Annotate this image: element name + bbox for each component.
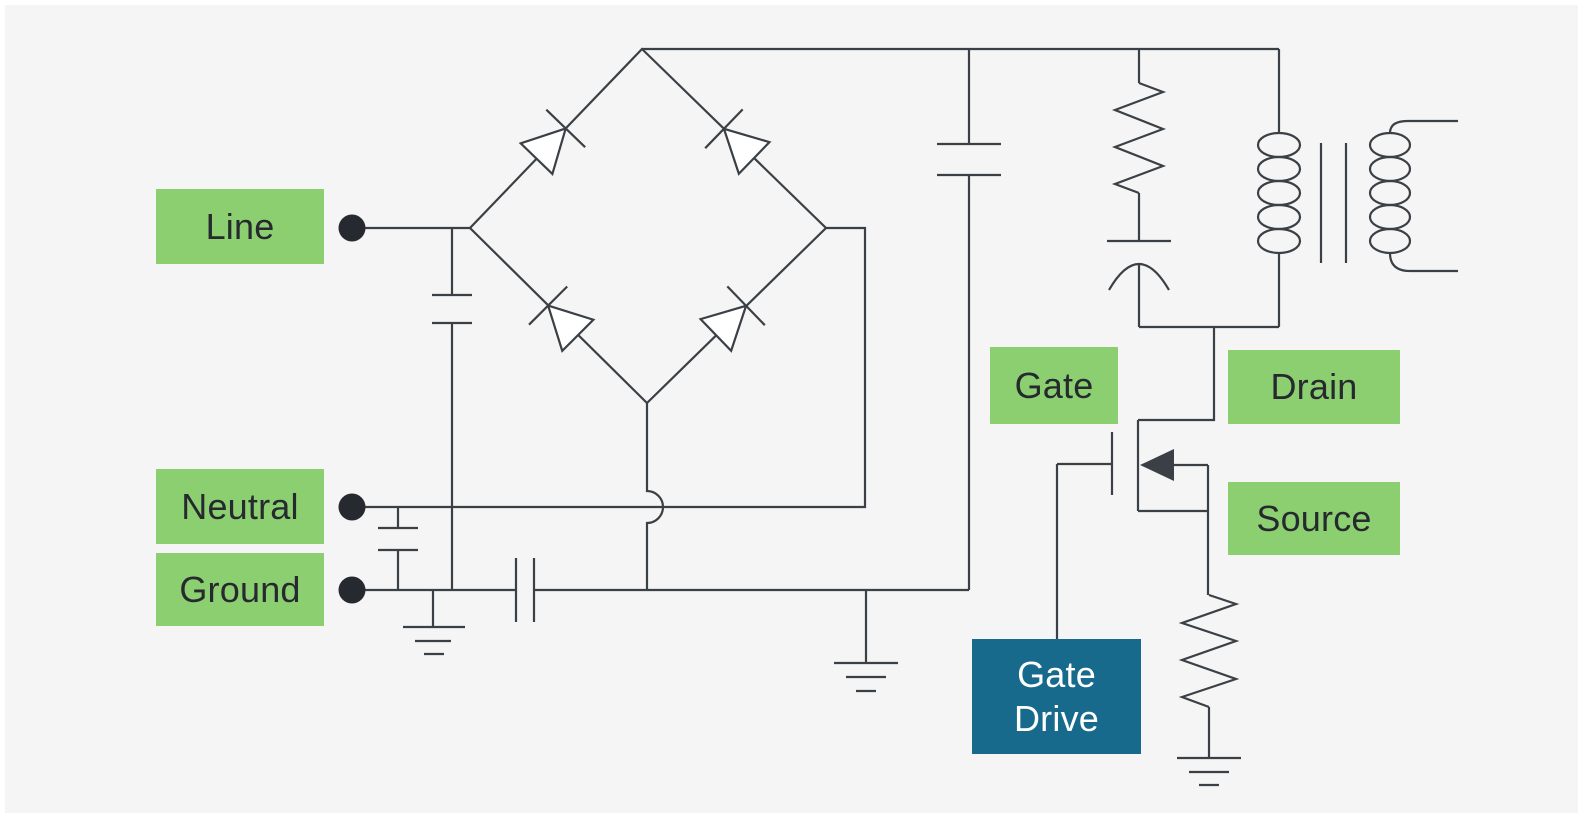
label-line: Line: [156, 189, 324, 264]
mosfet-arrow: [1140, 449, 1174, 481]
diode-upper-left: [518, 108, 586, 176]
wires: [352, 47, 1458, 758]
bulk-capacitor: [937, 142, 1001, 177]
bridge-diamond: [468, 47, 828, 405]
snubber-capacitor: [1107, 239, 1171, 291]
earth-ground-3: [1177, 756, 1241, 787]
film-capacitor: [514, 558, 536, 622]
secondary-winding: [1368, 131, 1412, 255]
label-gate-text: Gate: [1014, 364, 1094, 406]
label-line-text: Line: [205, 205, 275, 247]
mosfet-source-lead: [1138, 465, 1210, 595]
source-resistor: [1178, 593, 1240, 709]
bridge-bottom-wire: [645, 403, 665, 590]
diode-upper-right: [704, 108, 772, 176]
secondary-leads: [1388, 119, 1458, 273]
transformer: [1256, 131, 1412, 263]
neutral-terminal-dot: [338, 493, 366, 521]
label-ground-text: Ground: [179, 568, 301, 610]
mosfet: [1110, 327, 1216, 595]
resistors: [1111, 81, 1240, 709]
terminals: [338, 214, 366, 604]
mosfet-drain-lead: [1138, 327, 1216, 422]
label-source-text: Source: [1256, 497, 1372, 539]
gate-drive-block: Gate Drive: [972, 639, 1141, 754]
neutral-wire: [352, 226, 867, 509]
label-drain-text: Drain: [1270, 366, 1358, 407]
capacitors: [378, 142, 1171, 622]
gate-lead: [1055, 462, 1112, 639]
label-source: Source: [1228, 482, 1400, 555]
ground-terminal-dot: [338, 576, 366, 604]
label-gate: Gate: [990, 347, 1118, 424]
label-neutral: Neutral: [156, 469, 324, 544]
transformer-core: [1319, 143, 1348, 263]
y-capacitor: [378, 526, 418, 552]
line-terminal-dot: [338, 214, 366, 242]
snubber-resistor: [1111, 81, 1167, 195]
label-drain: Drain: [1228, 350, 1400, 424]
gate-drive-text-line2: Drive: [1013, 697, 1099, 739]
snubber-branch: [1137, 49, 1279, 329]
diode-lower-right: [698, 285, 766, 353]
gate-drive-text-line1: Gate: [1017, 653, 1096, 695]
earth-ground-2: [834, 661, 898, 693]
label-neutral-text: Neutral: [181, 485, 299, 527]
earth-ground-1: [403, 625, 465, 656]
earth-grounds: [403, 625, 1241, 787]
primary-winding: [1256, 131, 1302, 255]
diode-lower-left: [528, 285, 596, 353]
label-ground: Ground: [156, 553, 324, 626]
bridge-rectifier: [468, 47, 828, 405]
x-capacitor: [432, 293, 472, 325]
